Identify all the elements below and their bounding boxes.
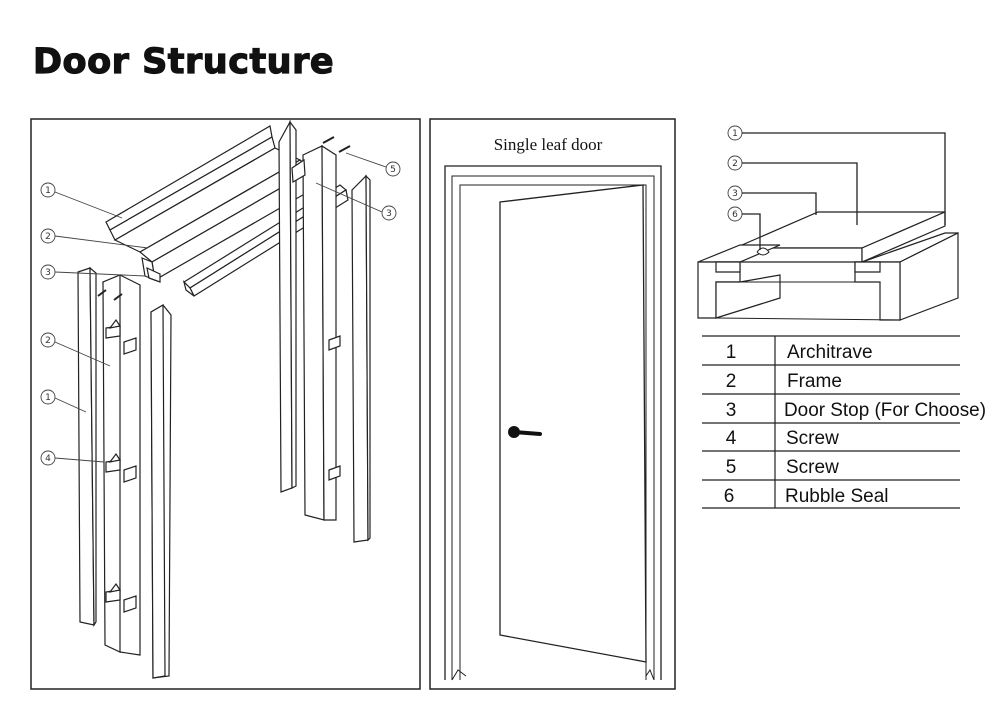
legend-row: 3 Door Stop (For Choose) [726,400,986,421]
svg-text:6: 6 [732,210,738,220]
callout-exploded-5: 5 [345,152,401,177]
screw-5 [322,136,351,153]
legend-row: 6 Rubble Seal [724,486,889,507]
top-architrave [105,125,302,253]
svg-text:3: 3 [732,189,738,199]
right-architrave [278,119,297,493]
door-frame-outline [444,165,662,681]
left-architrave [77,266,97,627]
right-frame-jamb [291,144,341,521]
callout-exploded-3b: 3 [315,182,397,221]
svg-text:Rubble Seal: Rubble Seal [785,486,889,507]
section-view [697,211,959,321]
svg-text:Architrave: Architrave [787,342,873,363]
svg-text:Door Stop (For Choose): Door Stop (For Choose) [784,400,986,421]
callout-exploded-2b: 2 [40,332,111,367]
callout-section-6: 6 [727,206,761,250]
svg-text:2: 2 [45,232,51,242]
svg-text:3: 3 [726,400,737,421]
svg-text:2: 2 [45,336,51,346]
left-frame-jamb [102,274,141,656]
svg-text:2: 2 [732,159,738,169]
exploded-view-panel [30,118,421,690]
callout-section-3: 3 [727,185,817,215]
svg-text:Frame: Frame [787,371,842,392]
callout-section-1: 1 [727,125,946,225]
svg-text:2: 2 [726,371,737,392]
svg-text:3: 3 [386,209,392,219]
legend-row: 1 Architrave [726,342,873,363]
svg-text:6: 6 [724,486,735,507]
legend-table: 1 Architrave 2 Frame 3 Door Stop (For Ch… [702,335,986,509]
callout-exploded-1b: 1 [40,389,87,413]
svg-text:4: 4 [45,454,51,464]
door-handle [508,426,542,438]
legend-row: 4 Screw [726,428,839,449]
callout-exploded-4: 4 [40,450,105,466]
door-leaf [499,184,647,663]
legend-row: 5 Screw [726,457,839,478]
screw-left [97,289,123,301]
callout-exploded-1: 1 [40,182,123,219]
right-door-stop [351,174,371,543]
callout-section-2: 2 [727,155,858,225]
door-caption: Single leaf door [494,135,603,154]
callout-exploded-2: 2 [40,228,149,249]
svg-text:3: 3 [45,268,51,278]
door-view-panel [429,118,676,690]
svg-text:1: 1 [726,342,737,363]
svg-text:5: 5 [726,457,737,478]
svg-text:1: 1 [45,393,51,403]
legend-row: 2 Frame [726,371,842,392]
page-title: Door Structure [32,41,335,82]
svg-text:1: 1 [45,186,51,196]
svg-text:4: 4 [726,428,737,449]
svg-text:Screw: Screw [786,428,839,449]
left-door-stop [150,303,172,679]
callout-exploded-3: 3 [40,264,146,280]
svg-text:Screw: Screw [786,457,839,478]
svg-text:5: 5 [390,165,396,175]
svg-text:1: 1 [732,129,738,139]
